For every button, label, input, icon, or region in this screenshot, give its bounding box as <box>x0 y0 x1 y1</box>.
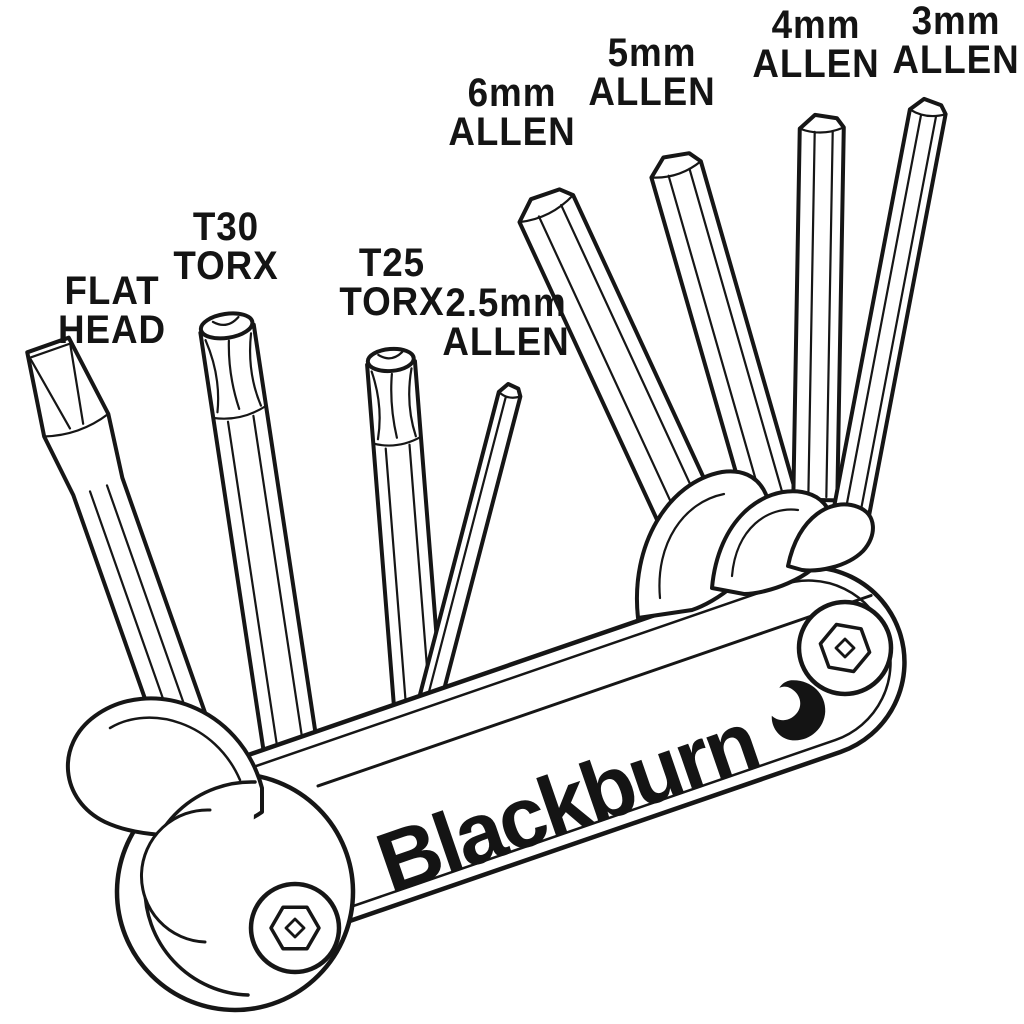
bolt-socket-core <box>834 637 856 659</box>
t25-flutes <box>370 367 438 788</box>
label-allen-3mm: 3mm ALLEN <box>892 0 1020 83</box>
label-t25-torx: T25 TORX <box>339 241 445 325</box>
pivot-bolt-left <box>248 881 342 975</box>
brand-flame-icon <box>771 680 826 741</box>
bolt-hex-socket <box>269 905 321 951</box>
left-pivot-stack <box>65 696 356 1013</box>
t30-flutes <box>204 332 309 779</box>
t30-star-detail <box>211 315 240 327</box>
folded-bit-3 <box>786 502 875 573</box>
t30-star-face <box>198 311 255 341</box>
label-allen-6mm: 6mm ALLEN <box>448 71 576 155</box>
allen6-detail <box>518 194 704 523</box>
label-allen-4mm: 4mm ALLEN <box>752 3 880 87</box>
flat-head-facets <box>28 342 207 772</box>
folded-tool-lump-line <box>108 716 242 782</box>
allen3-outline <box>831 96 948 518</box>
t25-star-detail <box>377 350 404 360</box>
label-allen-2-5mm: 2.5mm ALLEN <box>442 281 570 365</box>
stack-arc-inner <box>139 808 212 944</box>
allen4-outline <box>791 112 846 503</box>
label-allen-5mm: 5mm ALLEN <box>588 31 716 115</box>
body-plate-seam <box>316 594 873 788</box>
folded-bits-stack <box>635 469 875 620</box>
label-flat-head: FLAT HEAD <box>58 269 166 353</box>
tool-t30-torx <box>198 311 324 786</box>
folded-bit-1-line <box>658 492 726 600</box>
folded-bit-2-line <box>730 508 800 578</box>
bolt-socket-core <box>284 917 306 939</box>
pivot-bolt-right <box>796 599 894 697</box>
tool-allen-3mm <box>831 96 948 518</box>
bolt-hex-socket <box>818 622 872 674</box>
allen4-detail <box>798 126 845 499</box>
allen5-detail <box>650 160 788 516</box>
label-t30-torx: T30 TORX <box>173 205 279 289</box>
allen3-detail <box>844 108 947 513</box>
tool-allen-4mm <box>791 112 846 503</box>
